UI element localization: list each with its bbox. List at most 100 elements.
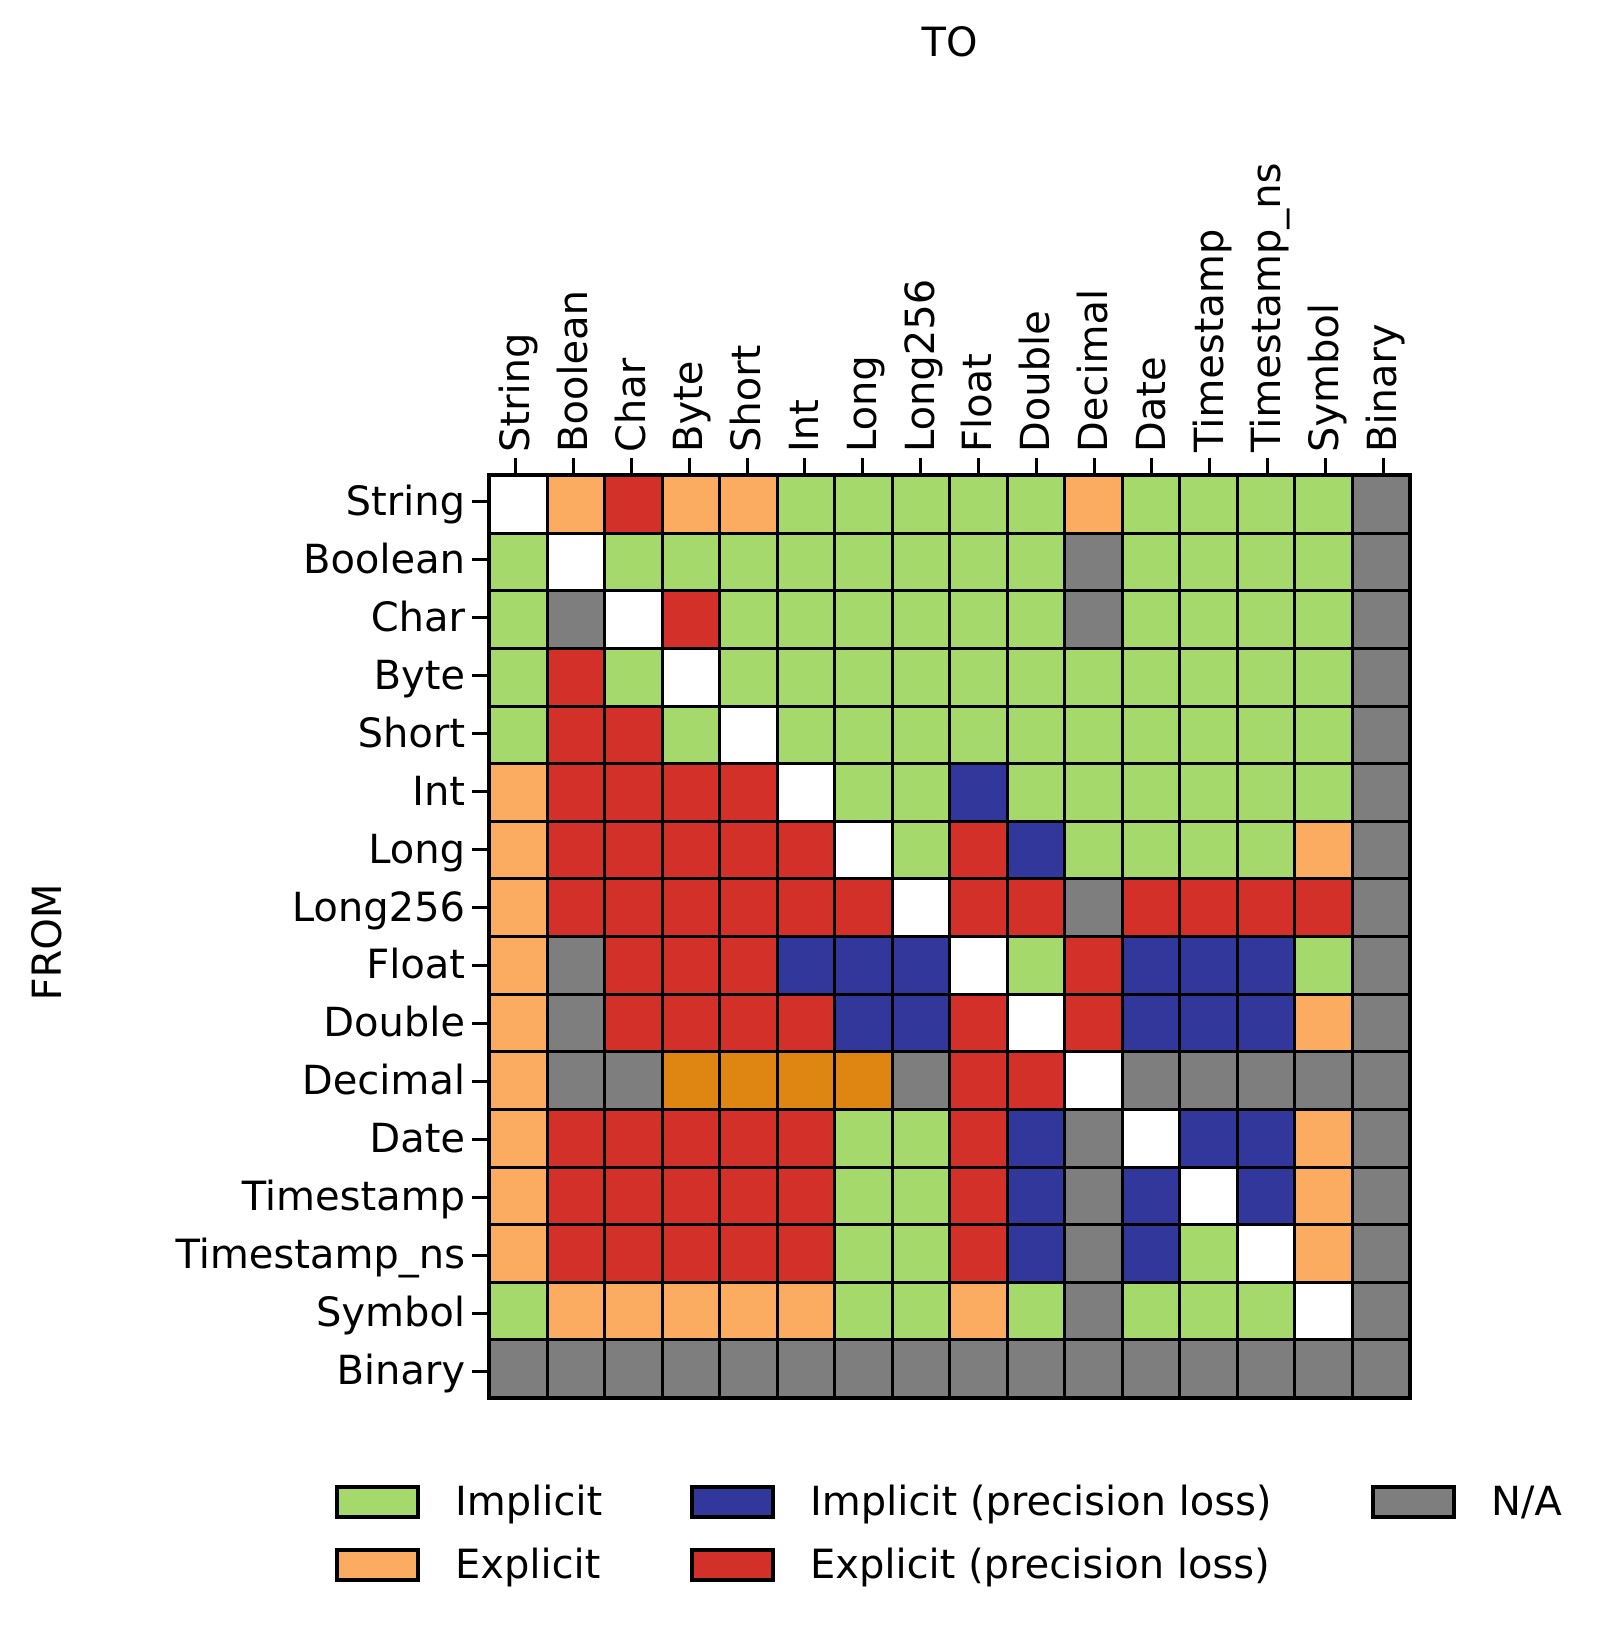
matrix-cell (1181, 938, 1236, 993)
matrix-cell (1353, 1110, 1408, 1166)
x-axis-tick (1381, 458, 1385, 473)
matrix-cell (778, 1053, 833, 1108)
matrix-cell (1353, 592, 1408, 647)
matrix-cell (491, 649, 546, 705)
column-label: Decimal (1071, 288, 1118, 452)
matrix-cell (1181, 1168, 1236, 1224)
matrix-cell (836, 822, 891, 878)
matrix-cell (1296, 1110, 1351, 1166)
legend-label: Implicit (455, 1479, 603, 1525)
matrix-cell (836, 1283, 891, 1339)
y-axis-tick (472, 1195, 487, 1199)
matrix-cell (1066, 592, 1121, 647)
matrix-cell (836, 1341, 891, 1396)
matrix-cell (951, 1110, 1006, 1166)
matrix-cell (663, 477, 718, 532)
matrix-cell (836, 1168, 891, 1224)
matrix-cell (606, 995, 661, 1051)
matrix-cell (1008, 1283, 1063, 1339)
legend-swatch (335, 1485, 420, 1519)
row-label: Char (370, 594, 465, 641)
x-axis-tick (919, 458, 923, 473)
row-label: Long256 (291, 884, 465, 931)
matrix-cell (721, 707, 776, 763)
matrix-cell (1066, 1283, 1121, 1339)
x-axis-tick (976, 458, 980, 473)
matrix-cell (1181, 1110, 1236, 1166)
matrix-cell (1353, 1053, 1408, 1108)
matrix-cell (548, 592, 603, 647)
column-label: Int (781, 399, 828, 452)
matrix-cell (893, 1226, 948, 1281)
matrix-cell (1066, 707, 1121, 763)
matrix-cell (606, 649, 661, 705)
matrix-cell (491, 880, 546, 935)
matrix-cell (1353, 477, 1408, 532)
matrix-cell (1296, 1283, 1351, 1339)
matrix-cell (1296, 534, 1351, 590)
row-label: Byte (373, 652, 465, 699)
matrix-cell (893, 707, 948, 763)
matrix-cell (491, 822, 546, 878)
matrix-cell (778, 938, 833, 993)
matrix-cell (606, 1226, 661, 1281)
matrix-cell (778, 1341, 833, 1396)
matrix-cell (721, 1341, 776, 1396)
x-axis-tick (630, 458, 634, 473)
matrix-cell (1181, 534, 1236, 590)
matrix-cell (1123, 938, 1178, 993)
matrix-cell (721, 822, 776, 878)
matrix-cell (778, 880, 833, 935)
matrix-cell (1066, 1226, 1121, 1281)
matrix-cell (778, 995, 833, 1051)
matrix-cell (491, 1053, 546, 1108)
matrix-cell (663, 1053, 718, 1108)
x-axis-tick (1323, 458, 1327, 473)
matrix-cell (951, 1283, 1006, 1339)
matrix-cell (1008, 765, 1063, 820)
legend-label: Implicit (precision loss) (810, 1479, 1272, 1525)
matrix-cell (663, 938, 718, 993)
column-label: Char (608, 357, 655, 452)
legend-label: N/A (1491, 1479, 1562, 1525)
matrix-cell (1123, 1283, 1178, 1339)
matrix-cell (663, 1110, 718, 1166)
y-axis-tick (472, 1137, 487, 1141)
column-label: Float (955, 353, 1002, 452)
matrix-cell (1238, 822, 1293, 878)
matrix-cell (606, 1053, 661, 1108)
row-label: String (345, 478, 465, 525)
matrix-cell (836, 649, 891, 705)
y-axis-tick (472, 790, 487, 794)
column-label: Boolean (550, 290, 597, 452)
matrix-cell (663, 707, 718, 763)
matrix-cell (1296, 822, 1351, 878)
matrix-cell (1353, 1168, 1408, 1224)
matrix-cell (1238, 880, 1293, 935)
matrix-cell (548, 1168, 603, 1224)
matrix-cell (721, 995, 776, 1051)
column-label: String (492, 332, 539, 452)
x-axis-tick (1092, 458, 1096, 473)
matrix-cell (1123, 707, 1178, 763)
matrix-cell (951, 1341, 1006, 1396)
column-label: Long (839, 355, 886, 452)
matrix-cell (548, 880, 603, 935)
matrix-cell (893, 649, 948, 705)
x-axis-tick (861, 458, 865, 473)
matrix-cell (951, 1053, 1006, 1108)
matrix-cell (1123, 1341, 1178, 1396)
row-label: Decimal (301, 1058, 465, 1105)
row-label: Binary (336, 1348, 465, 1395)
matrix-cell (548, 534, 603, 590)
column-label: Timestamp_ns (1244, 162, 1291, 452)
heatmap-grid (487, 473, 1412, 1400)
matrix-cell (548, 1226, 603, 1281)
matrix-cell (1353, 707, 1408, 763)
matrix-cell (836, 1110, 891, 1166)
matrix-cell (1238, 1168, 1293, 1224)
x-axis-tick (687, 458, 691, 473)
matrix-cell (491, 1341, 546, 1396)
matrix-cell (548, 822, 603, 878)
matrix-cell (1353, 938, 1408, 993)
